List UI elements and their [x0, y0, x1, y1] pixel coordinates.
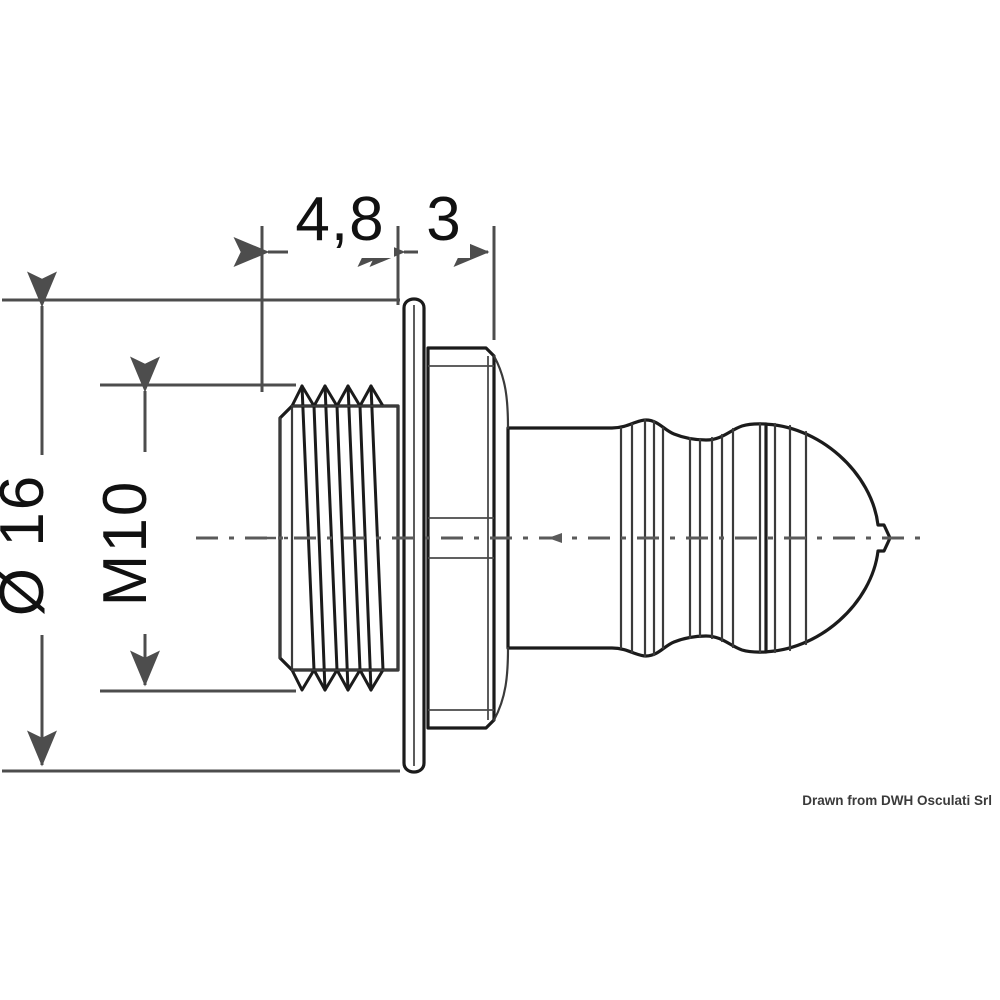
- label-gap-thread-size: [116, 452, 176, 634]
- axis-direction-arrow: [548, 533, 562, 543]
- ball-head-outline: [758, 422, 892, 654]
- thread-root-lines: [290, 404, 400, 672]
- collar-to-shaft-fillet-bottom: [492, 646, 510, 722]
- thread-crest-top: [290, 384, 385, 408]
- collar-to-shaft-fillet-top: [492, 354, 510, 430]
- label-gap-flange-diameter: [12, 455, 74, 635]
- dimension-label-thread-size: M10: [91, 480, 160, 607]
- drawing-credit-text: Drawn from DWH Osculati Srl: [802, 793, 992, 808]
- dimension-label-flange-diameter: Ø 16: [0, 474, 57, 616]
- dimension-label-thread-length: 4,8: [295, 185, 384, 254]
- thread-flank-lines: [300, 384, 385, 692]
- label-gap-collar-length: [418, 196, 470, 258]
- label-gap-thread-length: [288, 196, 394, 258]
- dimension-label-collar-length: 3: [426, 185, 461, 254]
- collar-detail-lines: [428, 356, 494, 720]
